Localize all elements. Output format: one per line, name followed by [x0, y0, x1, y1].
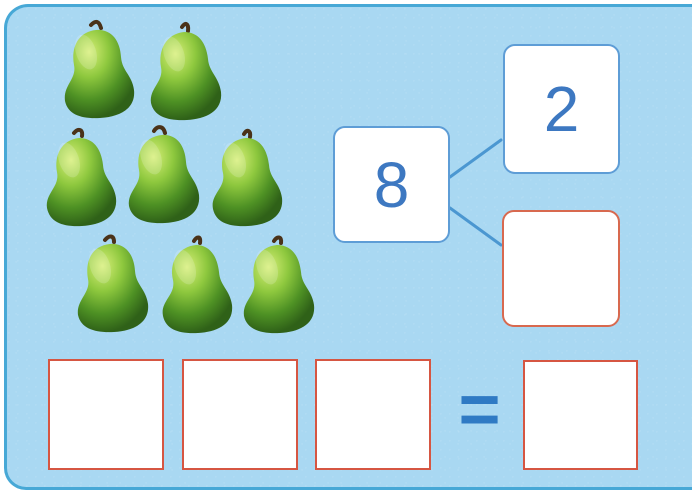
equals-sign: =	[458, 370, 501, 450]
whole-number-box: 8	[333, 126, 450, 243]
missing-part-box[interactable]	[502, 210, 620, 327]
pear-icon	[237, 233, 319, 337]
pear-icon	[144, 20, 226, 124]
pear-icon	[40, 126, 122, 230]
pear-icon	[58, 18, 140, 122]
pear-icon	[155, 233, 237, 337]
pear-icon	[123, 123, 205, 227]
equation-box-2[interactable]	[182, 359, 298, 470]
equation-answer-box[interactable]	[523, 360, 638, 470]
pear-icon	[72, 232, 154, 336]
pear-icon	[205, 126, 287, 230]
equation-box-3[interactable]	[315, 359, 431, 470]
known-part-box: 2	[503, 44, 620, 174]
equation-box-1[interactable]	[48, 359, 164, 470]
